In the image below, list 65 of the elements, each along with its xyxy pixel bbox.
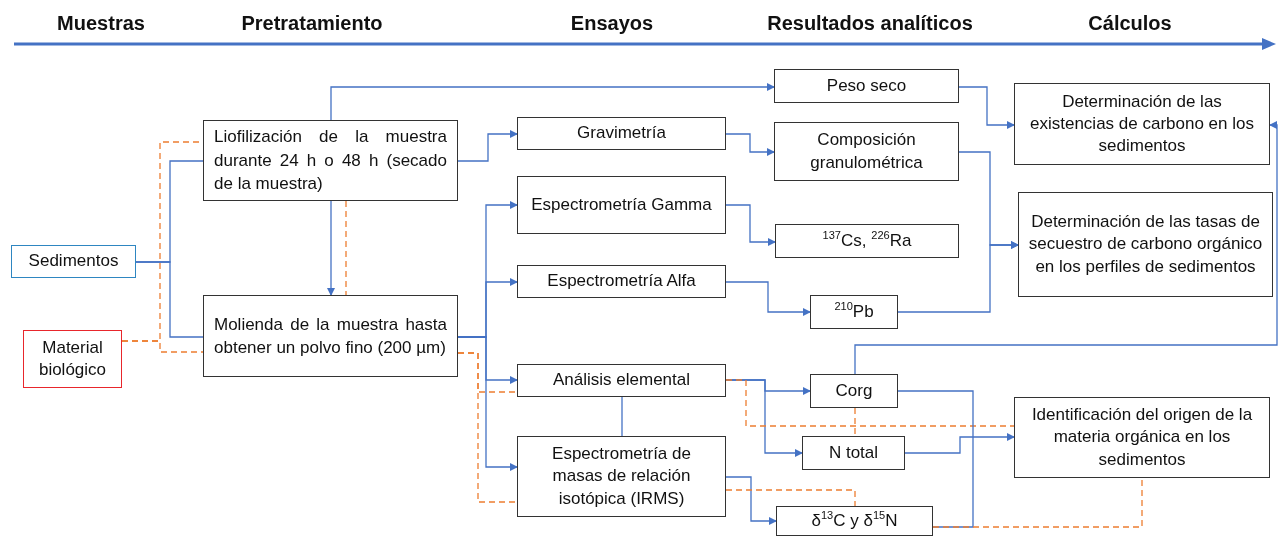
box-text: Análisis elemental	[553, 369, 690, 392]
box-text: Identificación del origen de la materia orgánica en los sedimentos	[1030, 404, 1254, 471]
connector-line	[621, 396, 623, 437]
process-box	[802, 436, 905, 470]
process-box	[517, 265, 726, 298]
box-text: Corg	[835, 379, 873, 402]
process-box	[1014, 83, 1270, 165]
process-box	[1018, 192, 1273, 297]
box-text: $^{210}$Pb	[834, 300, 874, 323]
process-box	[1014, 397, 1270, 478]
arrow	[725, 281, 811, 316]
arrow	[958, 86, 1015, 129]
box-text: Espectrometría de masas de relación isotópica (IRMS)	[551, 443, 692, 510]
stage-heading: Pretratamiento	[241, 12, 383, 35]
box-text: δ$^{13}$C y δ$^{15}$N	[811, 509, 898, 532]
process-box	[517, 117, 726, 150]
process-box	[810, 295, 898, 329]
connector-line	[897, 390, 974, 528]
process-box	[23, 330, 122, 388]
process-box	[517, 176, 726, 234]
box-text: Liofilización de la muestra durante 24 h o 48 h (secado de la muestra)	[214, 126, 447, 196]
connector-line	[932, 477, 1143, 528]
arrow	[457, 130, 518, 162]
process-box	[810, 374, 898, 408]
box-text: Gravimetría	[577, 122, 666, 145]
stage-heading: Cálculos	[1088, 12, 1172, 35]
box-text: Espectrometría Gamma	[531, 193, 712, 216]
process-box	[774, 122, 959, 181]
box-text: Determinación de las tasas de secuestro de carbono orgánico en los perfiles de sedimentos	[1027, 211, 1264, 278]
process-box	[517, 364, 726, 397]
stage-heading: Ensayos	[570, 12, 654, 35]
stage-heading: Muestras	[57, 12, 145, 35]
arrow	[725, 476, 777, 525]
arrow	[725, 204, 776, 246]
arrow	[897, 241, 1019, 313]
arrow	[854, 121, 1278, 375]
process-box	[776, 506, 933, 536]
box-text: Sedimentos	[28, 250, 119, 273]
box-text: Composición granulométrica	[809, 129, 924, 174]
connector-line	[457, 352, 518, 503]
process-box	[203, 120, 458, 201]
arrow	[330, 83, 775, 121]
arrow	[457, 336, 518, 471]
box-text: Determinación de las existencias de carbono en los sedimentos	[1029, 90, 1255, 158]
process-box	[774, 69, 959, 103]
connector-line	[854, 407, 856, 437]
process-box	[203, 295, 458, 377]
arrow	[725, 133, 775, 156]
box-text: N total	[828, 441, 879, 464]
box-text: Material biológico	[37, 336, 108, 381]
arrow	[904, 433, 1015, 454]
connector-line	[725, 379, 1015, 427]
connector-line	[725, 489, 856, 507]
connector-line	[135, 261, 204, 338]
arrow	[327, 200, 335, 296]
box-text: $^{137}$Cs, $^{226}$Ra	[822, 229, 912, 252]
stage-heading: Resultados analíticos	[767, 12, 973, 35]
connector-line	[121, 340, 204, 353]
process-box	[517, 436, 726, 517]
process-box	[775, 224, 959, 258]
box-text: Molienda de la muestra hasta obtener un polvo fino (200 µm)	[214, 313, 447, 359]
process-box	[11, 245, 136, 278]
box-text: Espectrometría Alfa	[547, 270, 696, 293]
box-text: Peso seco	[826, 74, 907, 97]
connector-line	[345, 200, 347, 296]
